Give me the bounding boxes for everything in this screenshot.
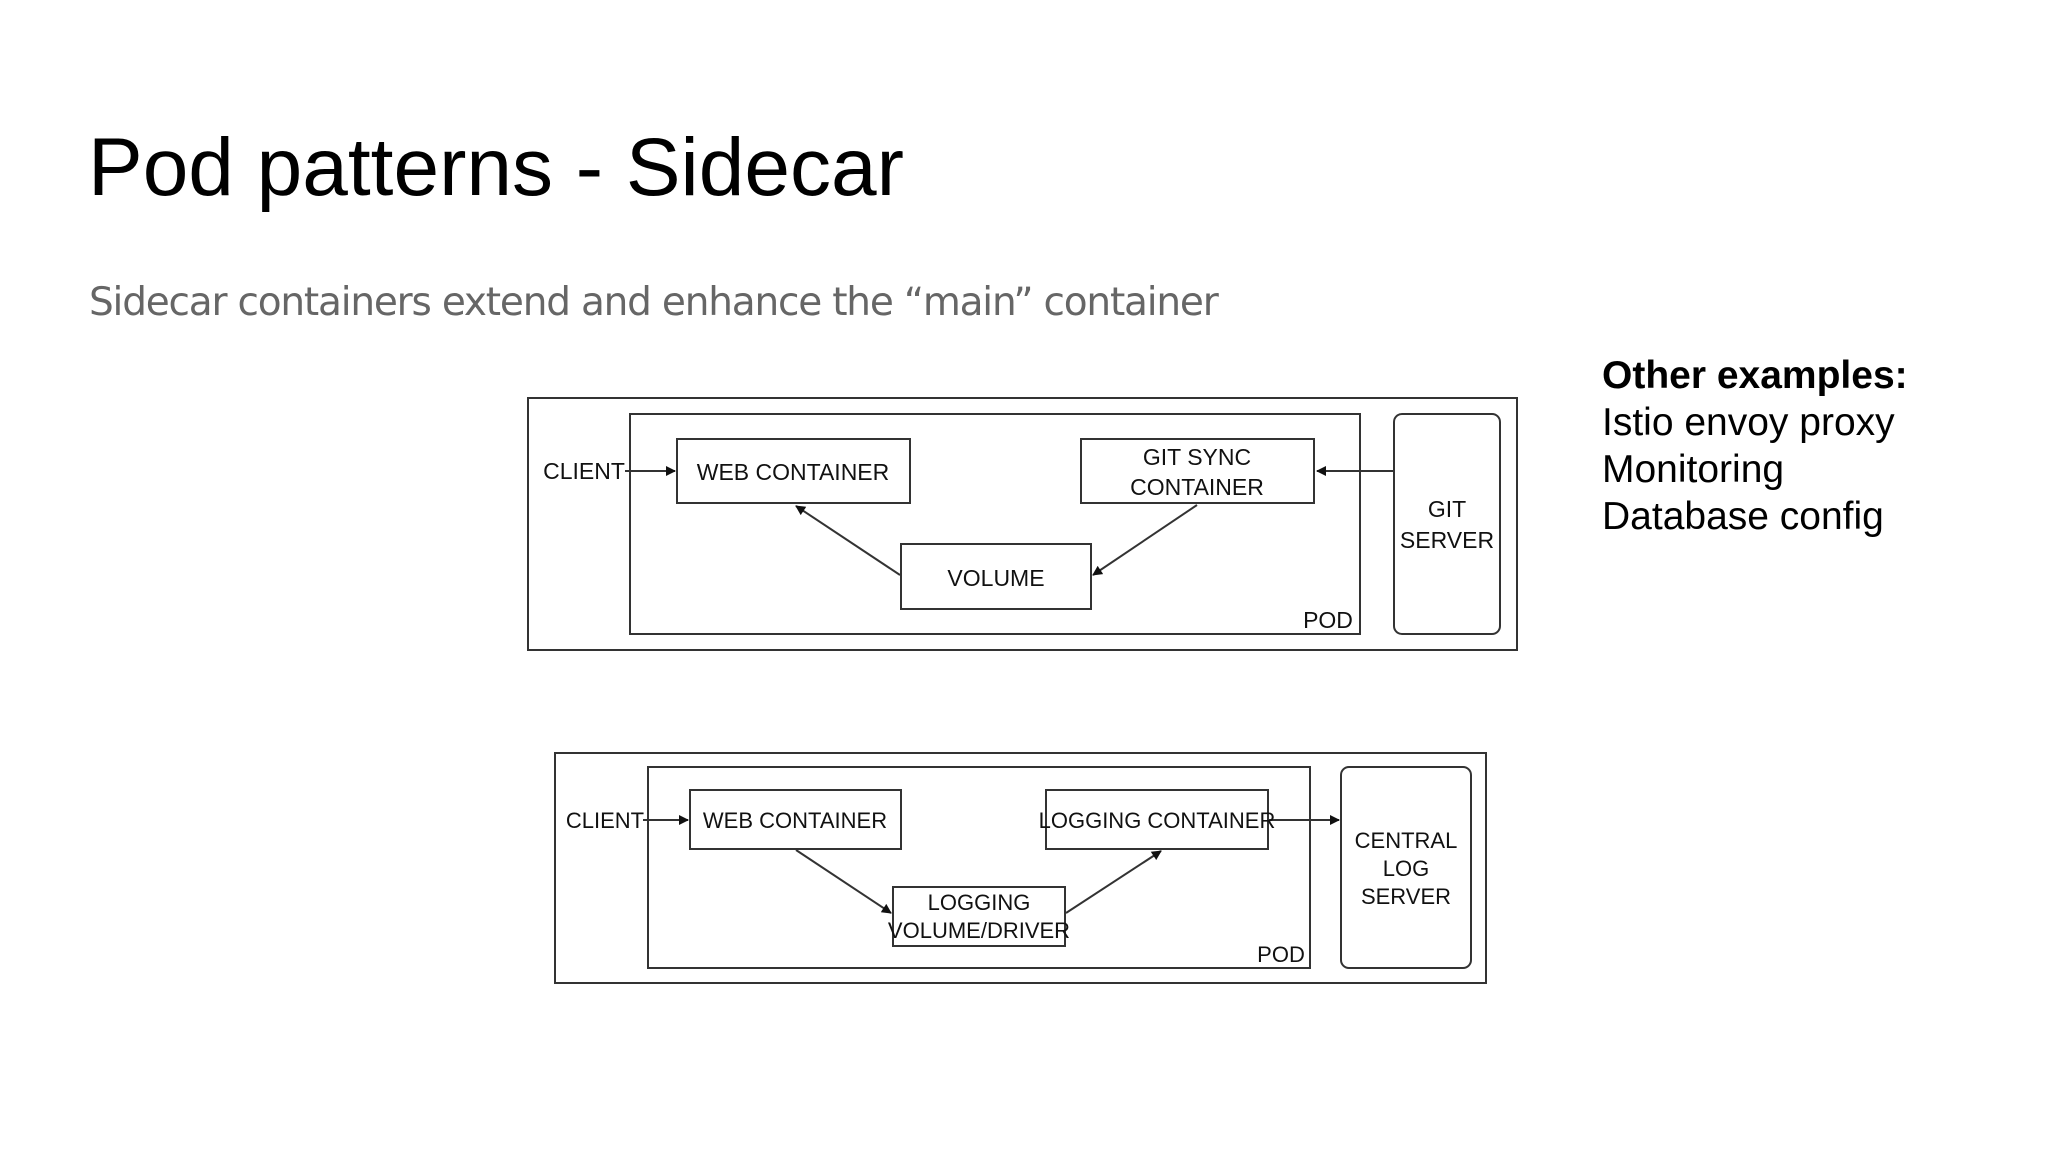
- diagram1-git-server-box: [1393, 413, 1501, 635]
- diagram1-web-container-box: [676, 438, 911, 504]
- diagram2-outer-frame: [554, 752, 1487, 984]
- diagram2-pod-box: [647, 766, 1311, 969]
- other-examples-heading: Other examples:: [1602, 354, 1908, 397]
- diagram2-logging-container-label: LOGGING CONTAINER: [1039, 808, 1276, 833]
- diagram1-outer-frame: [527, 397, 1518, 651]
- diagram1-git-sync-label-1: GIT SYNC: [1143, 444, 1251, 470]
- diagram2-log-server-label-2: LOG: [1383, 856, 1429, 881]
- diagram2-web-container-label: WEB CONTAINER: [703, 808, 887, 833]
- diagram2-web-container-box: [689, 789, 902, 850]
- diagram1-pod-label: POD: [1303, 607, 1353, 633]
- diagram2-log-server-box: [1340, 766, 1472, 969]
- example-item: Monitoring: [1602, 448, 1785, 491]
- diagram2-volume-to-logging-arrow: [1065, 850, 1162, 914]
- diagram1-git-server-label-1: GIT: [1428, 496, 1466, 522]
- example-item: Istio envoy proxy: [1602, 401, 1895, 444]
- diagram1-git-sync-box: [1080, 438, 1315, 504]
- diagram2-pod-label: POD: [1257, 942, 1305, 967]
- diagram1-web-container-label: WEB CONTAINER: [697, 459, 890, 485]
- diagram1-git-sync-label-2: CONTAINER: [1130, 474, 1264, 500]
- diagram2-logging-volume-box: [892, 886, 1066, 947]
- diagram1-client-label: CLIENT: [543, 458, 625, 484]
- diagram1-git-server-label-2: SERVER: [1400, 527, 1494, 553]
- diagram1-volume-box: [900, 543, 1092, 610]
- diagram1-sync-to-volume-arrow: [1092, 504, 1198, 576]
- slide-title: Pod patterns - Sidecar: [88, 122, 904, 213]
- diagram2-client-label: CLIENT: [566, 808, 644, 833]
- diagram2-log-server-label-3: SERVER: [1361, 884, 1451, 909]
- other-examples: Other examples: Istio envoy proxy Monito…: [1602, 352, 1908, 540]
- diagram1-pod-box: [629, 413, 1361, 635]
- example-item: Database config: [1602, 495, 1884, 538]
- diagram2-web-to-volume-arrow: [795, 849, 892, 914]
- diagram1-volume-label: VOLUME: [947, 565, 1044, 591]
- diagram1-volume-to-web-arrow: [795, 505, 901, 576]
- diagram2-logging-volume-label-2: VOLUME/DRIVER: [888, 918, 1070, 943]
- diagram2-logging-volume-label-1: LOGGING: [928, 890, 1031, 915]
- slide-subtitle: Sidecar containers extend and enhance th…: [89, 280, 1219, 325]
- diagram2-log-server-label-1: CENTRAL: [1355, 828, 1458, 853]
